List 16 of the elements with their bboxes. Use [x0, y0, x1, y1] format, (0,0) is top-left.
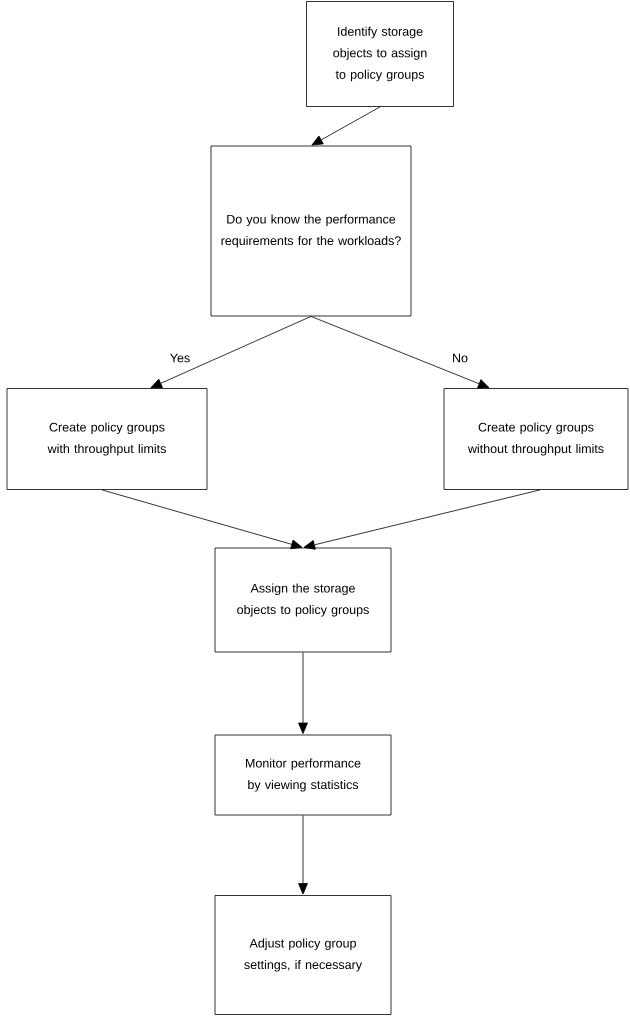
- arrow: [303, 489, 541, 550]
- process-box: Do you know the performance requirements for the workloads?: [210, 145, 412, 317]
- process-box: Assign the storage objects to policy groups: [214, 547, 392, 653]
- arrow: [298, 815, 308, 895]
- edge-label: No: [453, 353, 468, 363]
- arrow: [311, 106, 381, 146]
- arrow: [310, 316, 490, 389]
- arrow: [101, 489, 303, 550]
- process-box: Identify storage objects to assign to policy groups: [306, 1, 454, 107]
- edge-label: Yes: [170, 353, 190, 363]
- process-box: Create policy groups without throughput limits: [443, 388, 629, 490]
- arrow: [298, 652, 308, 734]
- process-box: Monitor performance by viewing statistics: [214, 734, 392, 816]
- process-box: Adjust policy group settings, if necessary: [214, 895, 392, 1015]
- process-box: Create policy groups with throughput limits: [6, 388, 208, 490]
- arrow: [150, 316, 312, 389]
